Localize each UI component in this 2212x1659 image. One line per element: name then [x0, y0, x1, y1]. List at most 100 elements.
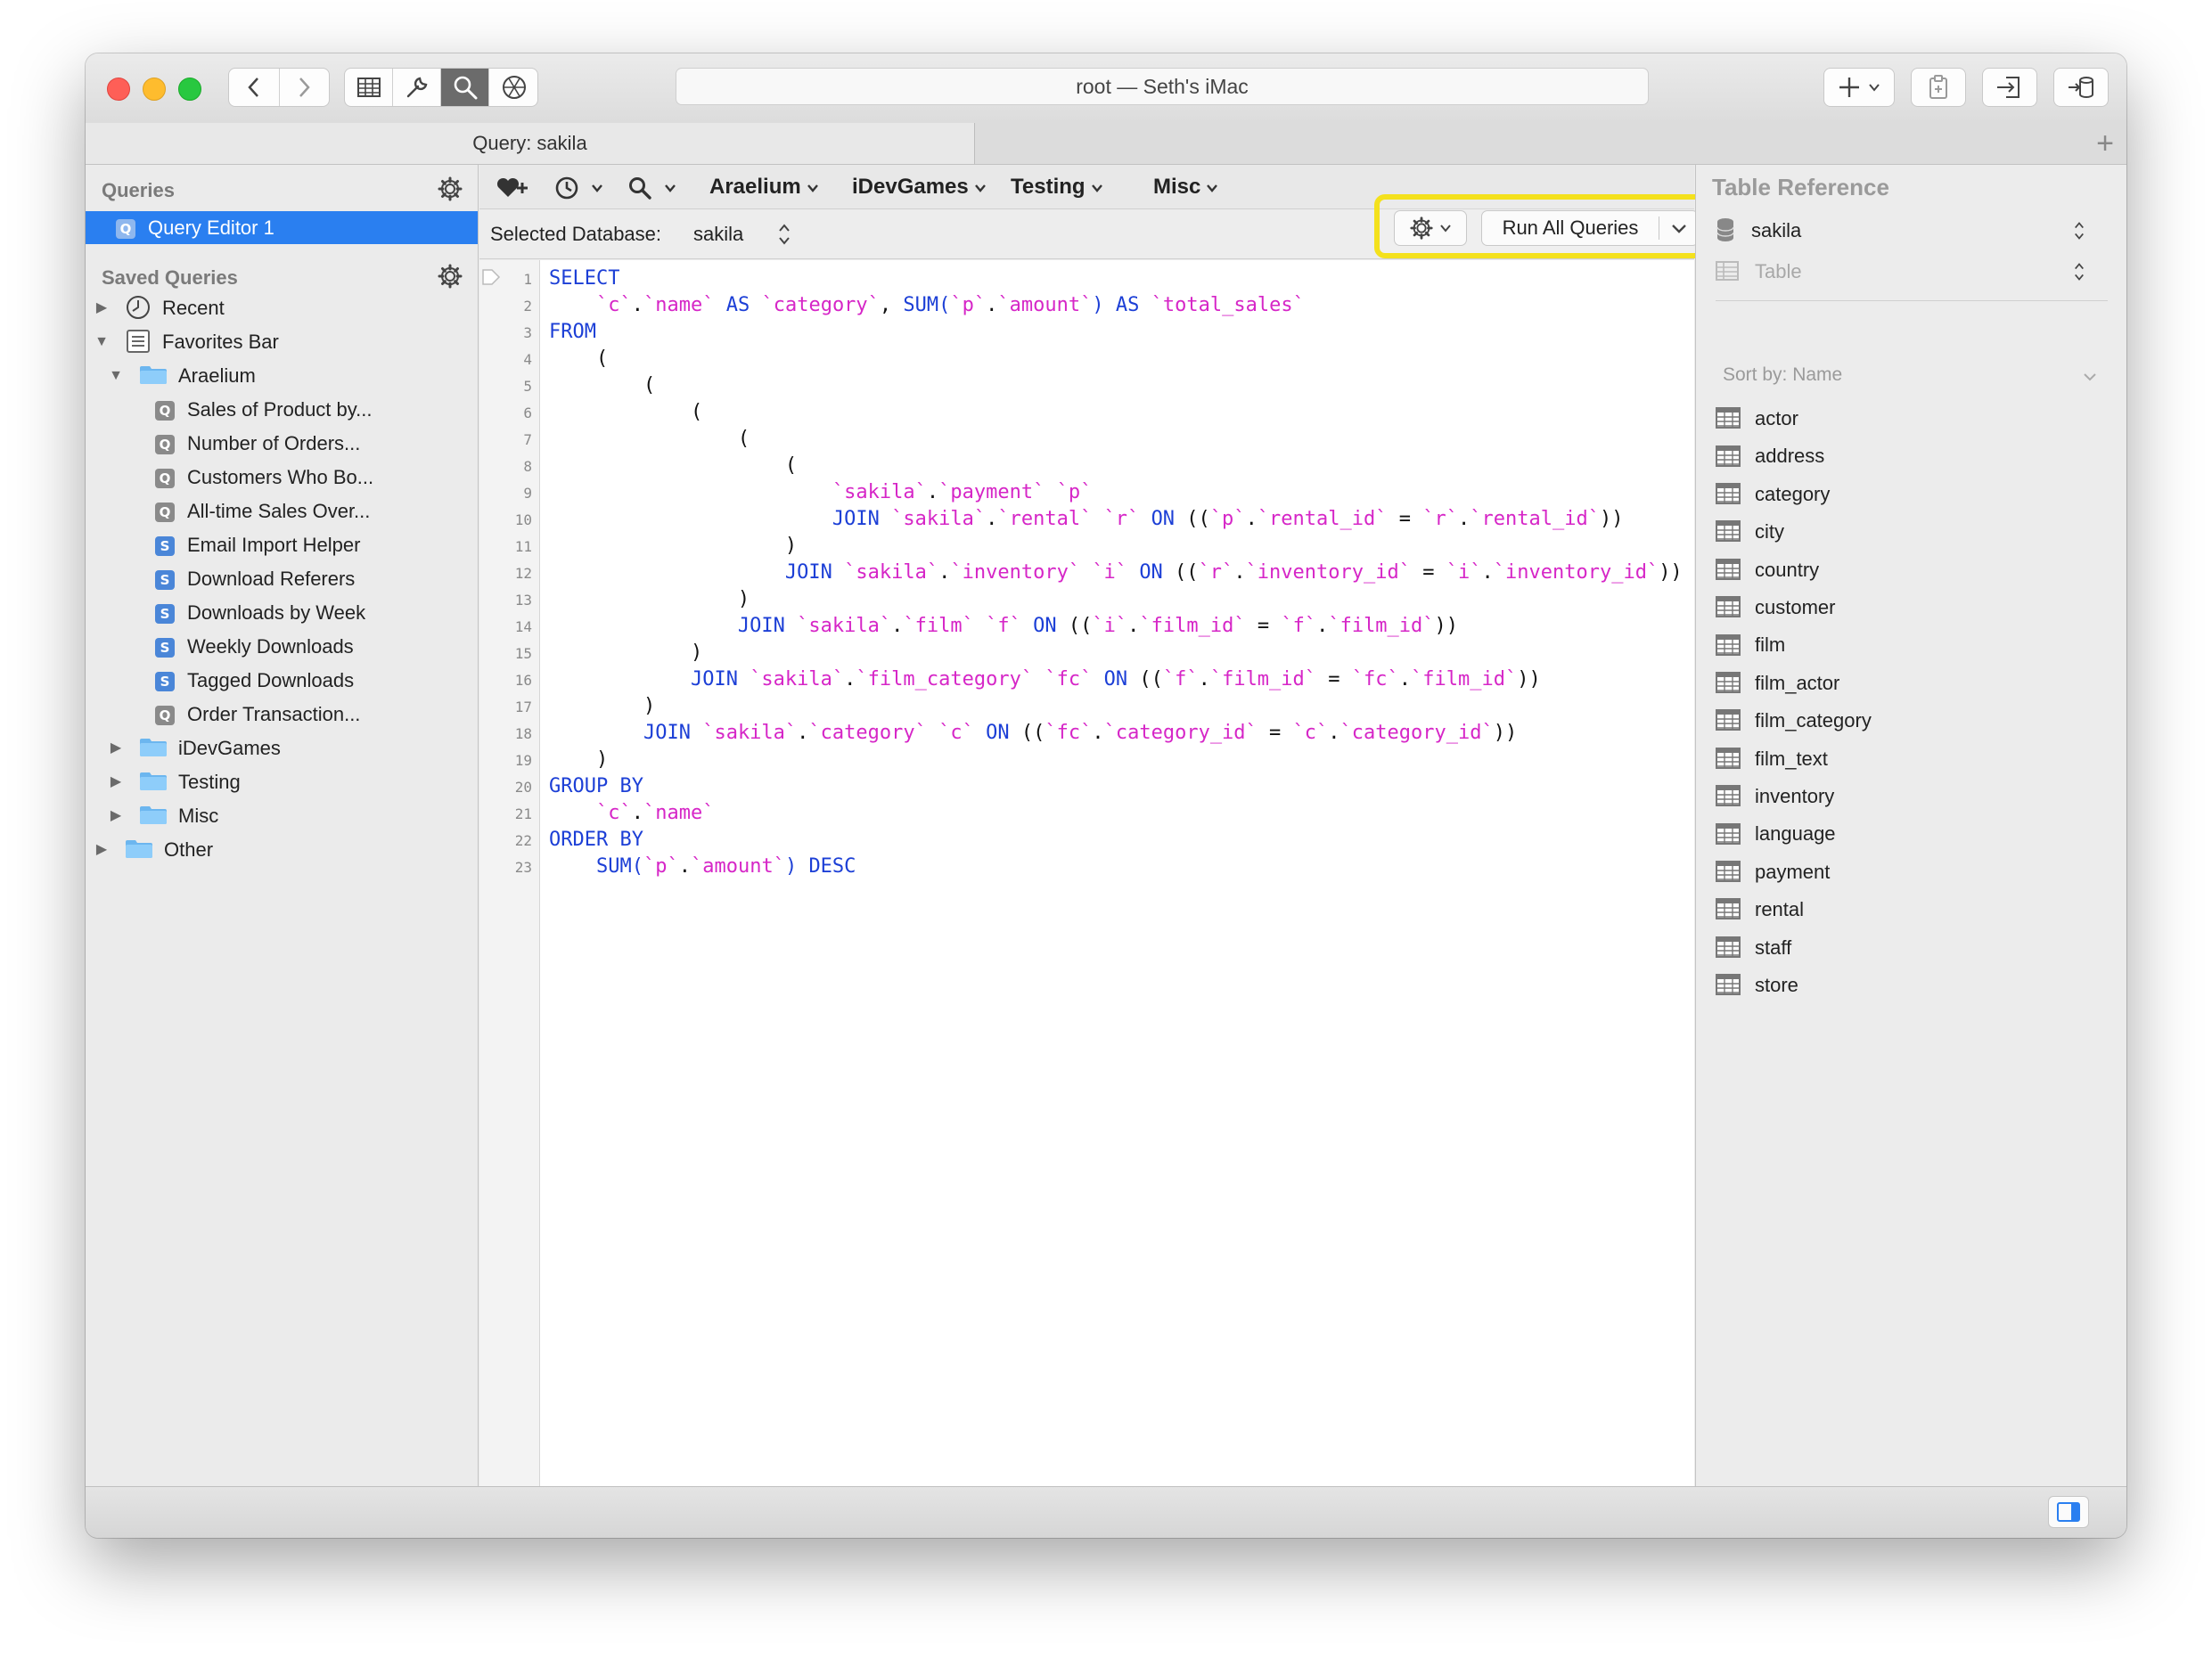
table-item[interactable]: category	[1716, 476, 1830, 513]
favorites-menu-misc[interactable]: Misc	[1153, 165, 1218, 209]
code-line: SELECT	[549, 266, 619, 292]
table-item[interactable]: staff	[1716, 929, 1791, 967]
table-item[interactable]: inventory	[1716, 778, 1834, 815]
query-button[interactable]	[441, 69, 489, 106]
table-item[interactable]: film_actor	[1716, 665, 1839, 702]
table-name: rental	[1755, 898, 1805, 921]
close-window-button[interactable]	[107, 78, 130, 101]
line-number: 19	[514, 752, 532, 769]
code-text: .	[938, 561, 951, 584]
sql-identifier: `category_id`	[1339, 722, 1494, 744]
selected-database-label: Selected Database:	[490, 223, 662, 245]
sql-identifier: `film_category`	[856, 668, 1034, 691]
table-item[interactable]: city	[1716, 513, 1784, 551]
sql-identifier: `i`	[1092, 615, 1128, 637]
code-line: `c`.`name` AS `category`, SUM(`p`.`amoun…	[549, 292, 1305, 319]
history-button[interactable]	[554, 165, 603, 209]
line-number: 7	[523, 431, 532, 448]
table-item[interactable]: actor	[1716, 400, 1798, 437]
code-text	[1104, 294, 1116, 316]
sql-editor[interactable]: SELECT `c`.`name` AS `category`, SUM(`p`…	[540, 260, 1694, 1486]
snippet-badge-icon: S	[155, 638, 175, 658]
back-button[interactable]	[229, 69, 280, 106]
copy-button[interactable]	[1911, 68, 1966, 107]
import-button[interactable]	[1982, 68, 2037, 107]
toggle-right-panel-button[interactable]	[2048, 1496, 2089, 1528]
table-name: inventory	[1755, 785, 1835, 807]
line-number: 15	[514, 645, 532, 662]
structure-button[interactable]	[393, 69, 441, 106]
queries-settings-button[interactable]	[437, 176, 463, 207]
sql-identifier: `c`	[1292, 722, 1329, 744]
favorites-menu-testing[interactable]: Testing	[1011, 165, 1103, 209]
disclosure-down-icon: ▼	[109, 368, 123, 383]
chevron-down-icon	[974, 184, 986, 192]
line-number: 2	[523, 298, 532, 315]
sql-identifier: `fc`	[1045, 668, 1093, 691]
saved-query-label: Sales of Product by...	[187, 398, 373, 421]
sql-identifier: `rental`	[997, 508, 1093, 530]
stepper-icon[interactable]	[777, 222, 791, 247]
search-button[interactable]	[627, 165, 676, 209]
table-view-button[interactable]	[345, 69, 393, 106]
sql-identifier: `fc`	[1045, 722, 1093, 744]
favorites-menu-araelium[interactable]: Araelium	[709, 165, 819, 209]
sql-identifier: `rental_id`	[1257, 508, 1388, 530]
table-item[interactable]: rental	[1716, 891, 1804, 928]
folder-row-content: iDevGames	[139, 731, 281, 765]
sort-by-selector[interactable]: Sort by: Name	[1723, 364, 1842, 386]
code-line: GROUP BY	[549, 773, 643, 800]
sql-identifier: `film`	[903, 615, 974, 637]
saved-query-label: Email Import Helper	[187, 534, 361, 556]
table-selector[interactable]: Table	[1716, 254, 2108, 290]
table-item[interactable]: country	[1716, 552, 1819, 589]
add-menu-button[interactable]	[1823, 68, 1895, 107]
code-text: ((	[1127, 668, 1163, 691]
code-text: .	[1398, 668, 1412, 691]
run-options-button[interactable]	[1394, 210, 1467, 246]
favorites-menu-idevgames[interactable]: iDevGames	[852, 165, 987, 209]
stepper-icon	[2075, 263, 2084, 281]
code-line: JOIN `sakila`.`inventory` `i` ON ((`r`.`…	[549, 560, 1683, 586]
forward-button[interactable]	[280, 69, 330, 106]
query-badge-icon: Q	[116, 219, 135, 240]
console-button[interactable]	[489, 69, 537, 106]
run-all-queries-button[interactable]: Run All Queries	[1481, 210, 1699, 246]
table-item[interactable]: film_category	[1716, 702, 1872, 740]
saved-queries-settings-button[interactable]	[437, 263, 463, 294]
code-text: )	[549, 695, 656, 717]
table-item[interactable]: film_text	[1716, 740, 1828, 778]
tab-query-sakila[interactable]: Query: sakila	[86, 123, 975, 164]
maximize-window-button[interactable]	[178, 78, 201, 101]
code-text	[549, 508, 832, 530]
favorite-add-button[interactable]	[496, 165, 531, 209]
table-item[interactable]: store	[1716, 967, 1798, 1004]
chevron-down-icon[interactable]	[2083, 372, 2097, 382]
selected-database-value[interactable]: sakila	[693, 223, 744, 245]
add-tab-button[interactable]: +	[2096, 127, 2114, 160]
export-button[interactable]	[2053, 68, 2109, 107]
table-item[interactable]: address	[1716, 437, 1824, 475]
wrench-icon	[406, 77, 427, 98]
table-item[interactable]: customer	[1716, 589, 1835, 626]
chevron-down-icon[interactable]	[1666, 211, 1692, 245]
table-item[interactable]: payment	[1716, 854, 1830, 891]
minimize-window-button[interactable]	[143, 78, 166, 101]
code-text: =	[1316, 668, 1352, 691]
saved-queries-header: Saved Queries	[102, 266, 238, 289]
table-item[interactable]: language	[1716, 815, 1836, 853]
database-selector[interactable]: sakila	[1716, 213, 2108, 249]
code-text: ))	[1434, 615, 1459, 637]
table-item[interactable]: film	[1716, 626, 1785, 664]
